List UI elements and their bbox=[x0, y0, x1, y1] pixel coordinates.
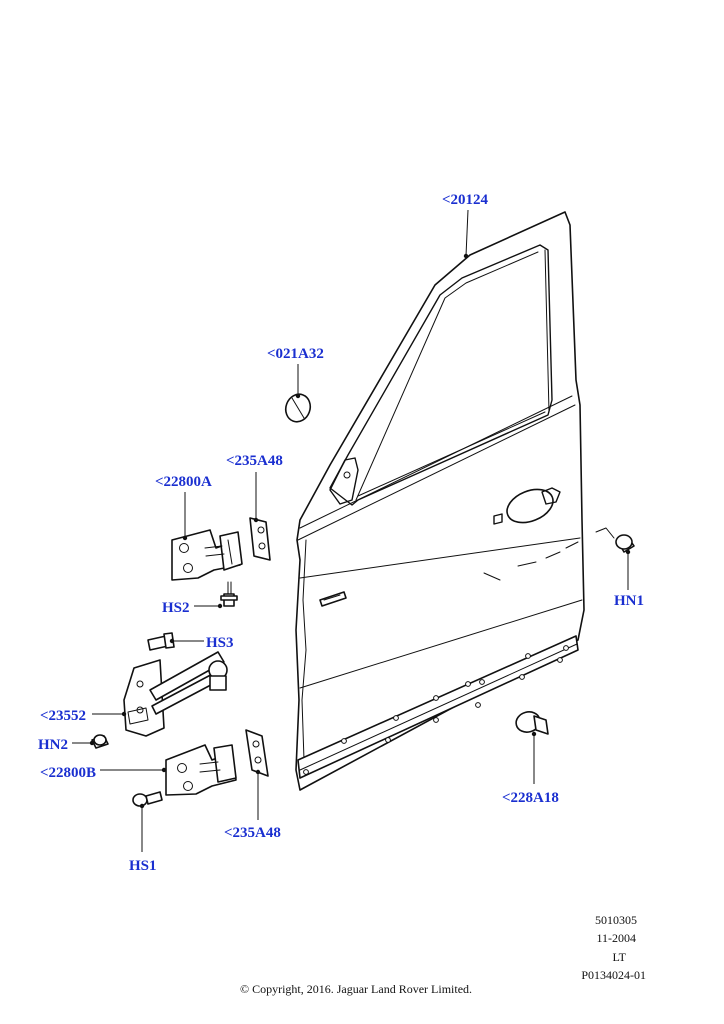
diagram-ref: P0134024-01 bbox=[581, 968, 646, 982]
callout-shim-lower[interactable]: <235A48 bbox=[224, 825, 281, 841]
callout-nut-hn1[interactable]: HN1 bbox=[614, 593, 644, 609]
leader-lines bbox=[72, 209, 631, 852]
buffer-part bbox=[515, 711, 549, 735]
sill-holes bbox=[303, 645, 569, 775]
bolt-hs3-part bbox=[147, 632, 175, 651]
callout-bolt-hs2[interactable]: HS2 bbox=[162, 600, 190, 616]
callout-buffer[interactable]: <228A18 bbox=[502, 790, 559, 806]
nut-hn2-part bbox=[91, 734, 109, 749]
shim-upper-part bbox=[249, 517, 271, 561]
nut-hn1-part bbox=[595, 527, 635, 553]
copyright-notice: © Copyright, 2016. Jaguar Land Rover Lim… bbox=[240, 982, 472, 996]
callout-hinge-upper[interactable]: <22800A bbox=[155, 474, 212, 490]
callout-nut-hn2[interactable]: HN2 bbox=[38, 737, 68, 753]
diagram-code: 5010305 bbox=[595, 913, 637, 927]
callout-check-strap[interactable]: <23552 bbox=[40, 708, 86, 724]
check-strap-part bbox=[123, 651, 228, 737]
callout-shim-upper[interactable]: <235A48 bbox=[226, 453, 283, 469]
bolt-hs2-part bbox=[220, 581, 238, 607]
bolt-hs1-part bbox=[132, 791, 163, 807]
diagram-date: 11-2004 bbox=[596, 931, 636, 945]
hinge-upper-part bbox=[171, 529, 243, 581]
callout-hinge-lower[interactable]: <22800B bbox=[40, 765, 96, 781]
hinge-lower-part bbox=[165, 744, 237, 796]
callout-bolt-hs3[interactable]: HS3 bbox=[206, 635, 234, 651]
shim-lower-part bbox=[245, 729, 269, 777]
callout-bolt-hs1[interactable]: HS1 bbox=[129, 858, 157, 874]
door-shell bbox=[295, 211, 585, 791]
callout-door-shell[interactable]: <20124 bbox=[442, 192, 489, 208]
callout-plug[interactable]: <021A32 bbox=[267, 346, 324, 362]
plug-part bbox=[284, 393, 312, 423]
diagram-market: LT bbox=[612, 950, 626, 964]
